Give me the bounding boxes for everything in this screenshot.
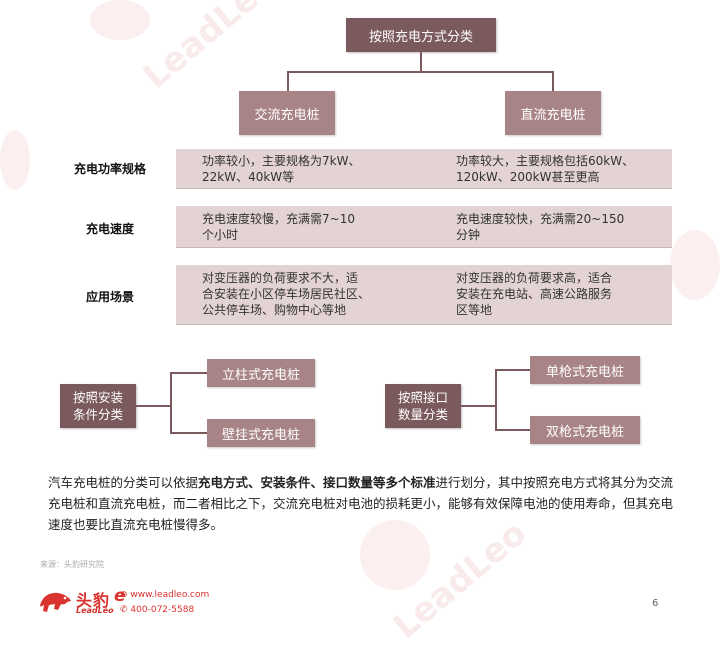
row-band-power <box>176 149 672 189</box>
connector-root-node: 按照接口 数量分类 <box>385 384 461 428</box>
row-label-speed: 充电速度 <box>85 222 134 236</box>
connector-line <box>287 71 289 91</box>
single-gun-charger-node: 单枪式充电桩 <box>530 356 640 384</box>
connector-line <box>287 71 554 73</box>
footer-phone: ✆ 400-072-5588 <box>120 605 195 615</box>
source-note: 来源：头豹研究院 <box>40 560 104 569</box>
connector-line <box>495 369 497 431</box>
ac-charger-label: 交流充电桩 <box>254 107 320 123</box>
phone-icon: ✆ <box>120 605 128 615</box>
connector-line <box>170 372 208 374</box>
connector-line <box>136 405 170 407</box>
cell-ac-power: 功率较小，主要规格为7kW、 22kW、40kW等 <box>202 154 361 184</box>
globe-icon: ⊕ <box>120 590 128 600</box>
leopard-logo-icon <box>40 592 71 612</box>
cell-dc-scenario: 对变压器的负荷要求高，适合 安装在充电站、高速公路服务 区等地 <box>456 271 613 317</box>
brand-cn: 头豹 <box>76 591 111 610</box>
pillar-charger-node: 立柱式充电桩 <box>207 359 315 387</box>
connector-line <box>461 405 495 407</box>
connector-line <box>495 369 531 371</box>
row-label-power: 充电功率规格 <box>73 162 146 176</box>
cell-dc-speed: 充电速度较快，充满需20~150 分钟 <box>456 212 625 242</box>
row-label-scenario: 应用场景 <box>85 290 134 304</box>
ac-charger-node: 交流充电桩 <box>239 91 335 135</box>
row-band-scenario <box>176 265 672 325</box>
connector-line <box>495 429 531 431</box>
page-number: 6 <box>652 598 659 609</box>
dual-gun-charger-node: 双枪式充电桩 <box>530 416 640 444</box>
connector-line <box>170 372 172 434</box>
e-logo-icon: e <box>114 586 126 606</box>
connector-line <box>420 52 422 72</box>
footer-url[interactable]: ⊕ www.leadleo.com <box>120 590 210 600</box>
root-node-label: 按照充电方式分类 <box>368 29 473 45</box>
connector-line <box>552 71 554 91</box>
cell-ac-speed: 充电速度较慢，充满需7~10 个小时 <box>202 212 355 242</box>
install-root-node: 按照安装 条件分类 <box>60 384 136 428</box>
connector-line <box>170 432 208 434</box>
brand-en: LeadLeo <box>76 606 114 615</box>
footer-brand: 头豹 LeadLeo e <box>36 586 236 622</box>
row-band-speed <box>176 206 672 248</box>
cell-ac-scenario: 对变压器的负荷要求不大，适 合安装在小区停车场居民社区、 公共停车场、购物中心等… <box>202 271 371 317</box>
dc-charger-node: 直流充电桩 <box>505 91 601 135</box>
dc-charger-label: 直流充电桩 <box>520 107 586 123</box>
cell-dc-power: 功率较大，主要规格包括60kW、 120kW、200kW甚至更高 <box>456 154 635 184</box>
root-node: 按照充电方式分类 <box>346 18 496 52</box>
wall-charger-node: 壁挂式充电桩 <box>207 419 315 447</box>
summary-paragraph: 汽车充电桩的分类可以依据充电方式、安装条件、接口数量等多个标准进行划分，其中按照… <box>48 475 674 532</box>
